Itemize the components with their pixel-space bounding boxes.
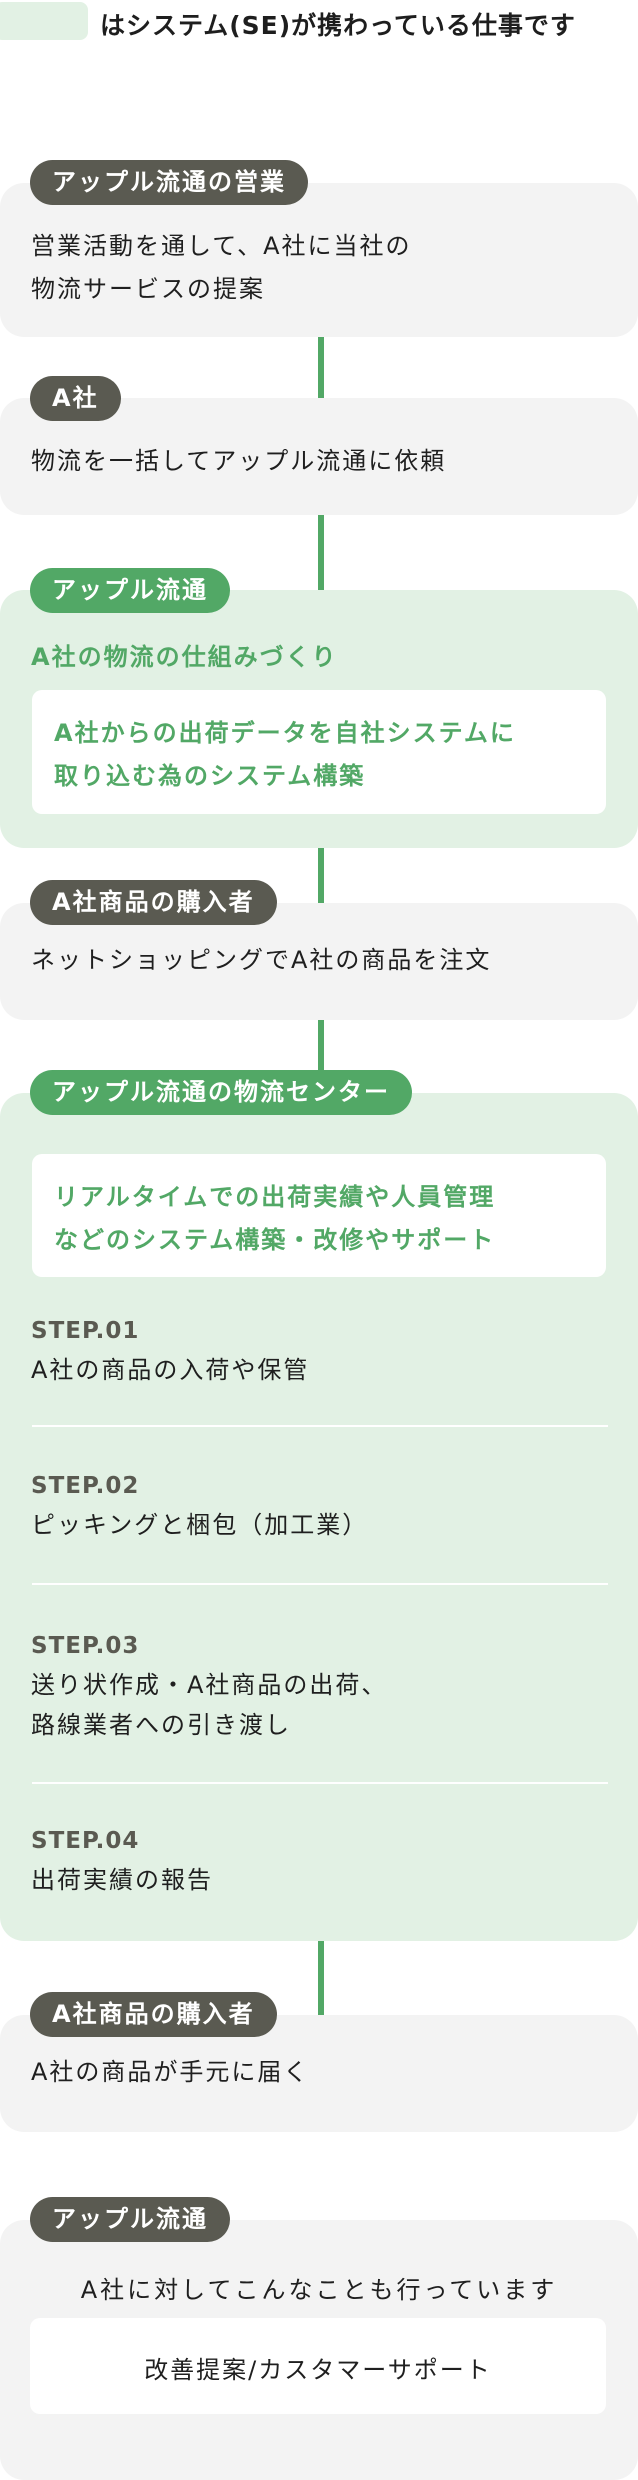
service-box-text: 改善提案/カスタマーサポート [144,2356,492,2384]
step-item: STEP.01 A社の商品の入荷や保管 [31,1318,607,1390]
system-box-text: リアルタイムでの出荷実績や人員管理 などのシステム構築・改修やサポート [54,1183,496,1254]
step-divider [32,1425,608,1427]
connector-line [318,337,324,398]
connector-line [318,848,324,903]
step-item: STEP.03 送り状作成・A社商品の出荷、 路線業者への引き渡し [31,1633,607,1745]
system-box: リアルタイムでの出荷実績や人員管理 などのシステム構築・改修やサポート [32,1154,606,1277]
legend: はシステム(SE)が携わっている仕事です [0,0,638,44]
card-text: ネットショッピングでA社の商品を注文 [31,946,492,974]
card-text: 物流を一括してアップル流通に依頼 [31,447,447,475]
step-divider [32,1782,608,1784]
card-title: A社の物流の仕組みづくり [31,643,338,671]
flow-tag: A社商品の購入者 [30,1992,277,2037]
legend-text: はシステム(SE)が携わっている仕事です [100,11,576,40]
legend-swatch [0,2,88,40]
step-item: STEP.02 ピッキングと梱包（加工業） [31,1473,607,1545]
step-number: STEP.01 [31,1318,140,1344]
flow-tag: アップル流通 [30,2197,230,2242]
system-box-text: A社からの出荷データを自社システムに 取り込む為のシステム構築 [54,719,516,790]
step-desc: A社の商品の入荷や保管 [31,1356,310,1384]
flow-card-apple-ryutsu: A社の物流の仕組みづくり A社からの出荷データを自社システムに 取り込む為のシス… [0,590,638,848]
step-desc: 送り状作成・A社商品の出荷、 路線業者への引き渡し [31,1671,388,1739]
card-text: 営業活動を通して、A社に当社の 物流サービスの提案 [31,232,412,303]
service-box: 改善提案/カスタマーサポート [30,2318,606,2414]
card-subtitle: A社に対してこんなことも行っています [80,2276,558,2304]
step-desc: 出荷実績の報告 [31,1866,213,1894]
flow-card-additional-services: A社に対してこんなことも行っています 改善提案/カスタマーサポート [0,2220,638,2480]
connector-line [318,1020,324,1093]
system-box: A社からの出荷データを自社システムに 取り込む為のシステム構築 [32,690,606,814]
connector-line [318,515,324,590]
step-item: STEP.04 出荷実績の報告 [31,1828,607,1900]
flow-tag: A社商品の購入者 [30,880,277,925]
step-number: STEP.03 [31,1633,140,1659]
step-number: STEP.02 [31,1473,140,1499]
flow-tag: アップル流通の物流センター [30,1070,412,1115]
flow-card-sales: 営業活動を通して、A社に当社の 物流サービスの提案 [0,183,638,337]
step-desc: ピッキングと梱包（加工業） [31,1511,369,1539]
flow-tag: アップル流通の営業 [30,160,308,205]
flow-tag: A社 [30,376,121,421]
connector-line [318,1941,324,2015]
flow-tag: アップル流通 [30,568,230,613]
step-number: STEP.04 [31,1828,140,1854]
step-divider [32,1583,608,1585]
card-text: A社の商品が手元に届く [31,2058,310,2086]
flow-card-logistics-center: リアルタイムでの出荷実績や人員管理 などのシステム構築・改修やサポート STEP… [0,1093,638,1941]
